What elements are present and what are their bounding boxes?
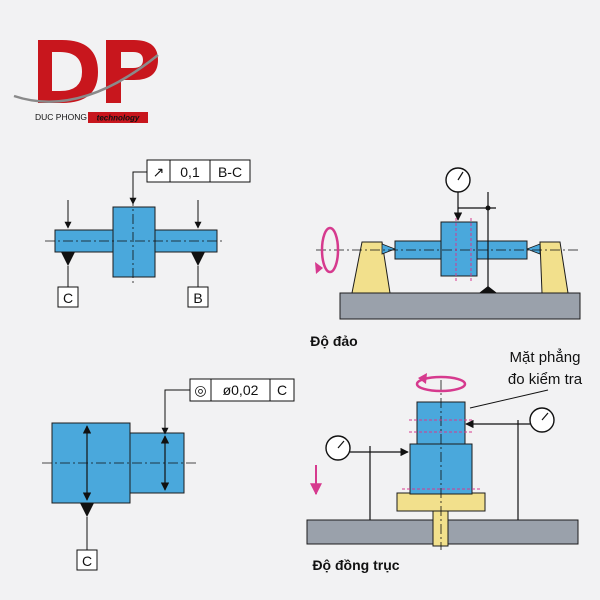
datum-triangle-c [61, 252, 75, 266]
right-center [525, 243, 541, 255]
logo-company-name: DUC PHONG [35, 112, 87, 122]
logo-letter-p [106, 40, 158, 103]
concentricity-measurement-setup: Mặt phẳng đo kiểm tra Độ đồng trục [306, 348, 583, 573]
plane-label-line-2: đo kiểm tra [508, 371, 583, 388]
right-tailstock [539, 241, 569, 294]
plane-label-leader [469, 389, 549, 409]
spindle-post [432, 509, 449, 547]
datum-label-c-bottom: C [82, 553, 92, 569]
datum-box-c-bottom [76, 549, 98, 571]
indicator-stand-foot [479, 286, 497, 293]
top-rotation-arrow-icon [415, 373, 467, 393]
concentricity-tolerance-value: ø0,02 [223, 382, 259, 398]
concentricity-caption: Độ đồng trục [312, 557, 399, 573]
right-dial-needle [541, 412, 549, 421]
company-logo: DUC PHONG technology [13, 40, 159, 123]
logo-technology-text: technology [97, 114, 140, 123]
runout-caption: Độ đảo [310, 333, 357, 349]
datum-triangle-b [191, 252, 205, 266]
logo-letter-d [38, 40, 98, 103]
indicator-stand-joint [485, 205, 491, 211]
datum-label-b: B [193, 290, 202, 306]
rotation-arrow-icon [315, 226, 340, 274]
dial-indicator-needle [457, 171, 464, 181]
runout-frame-leader [129, 171, 147, 205]
concentricity-datum-reference: C [277, 382, 287, 398]
logo-swoosh [13, 54, 159, 103]
datum-box-c [57, 286, 79, 308]
left-dial-needle [337, 440, 345, 449]
runout-drawing: C B ↗ 0,1 B-C [45, 159, 251, 308]
runout-symbol: ↗ [153, 164, 165, 180]
runout-base-plate [339, 292, 581, 320]
concentricity-feature-control-frame: ◎ ø0,02 C [189, 378, 295, 402]
runout-datum-reference: B-C [218, 164, 242, 180]
runout-tolerance-value: 0,1 [180, 164, 200, 180]
concentricity-symbol: ◎ [194, 382, 206, 398]
datum-triangle-c-bottom [80, 503, 94, 517]
concentricity-frame-leader [161, 389, 190, 435]
runout-hub [112, 206, 156, 278]
logo-technology-badge [88, 112, 148, 123]
runout-feature-control-frame: ↗ 0,1 B-C [146, 159, 251, 183]
plane-label-line-1: Mặt phẳng [510, 348, 581, 366]
runout-measurement-setup: Độ đảo [310, 167, 581, 349]
left-center [381, 243, 397, 255]
concentricity-drawing: C ◎ ø0,02 C [42, 378, 295, 571]
concentricity-setup-large-cylinder [409, 443, 473, 495]
datum-label-c: C [63, 290, 73, 306]
runout-setup-hub [440, 221, 478, 277]
datum-box-b [187, 286, 209, 308]
left-tailstock [351, 241, 391, 294]
